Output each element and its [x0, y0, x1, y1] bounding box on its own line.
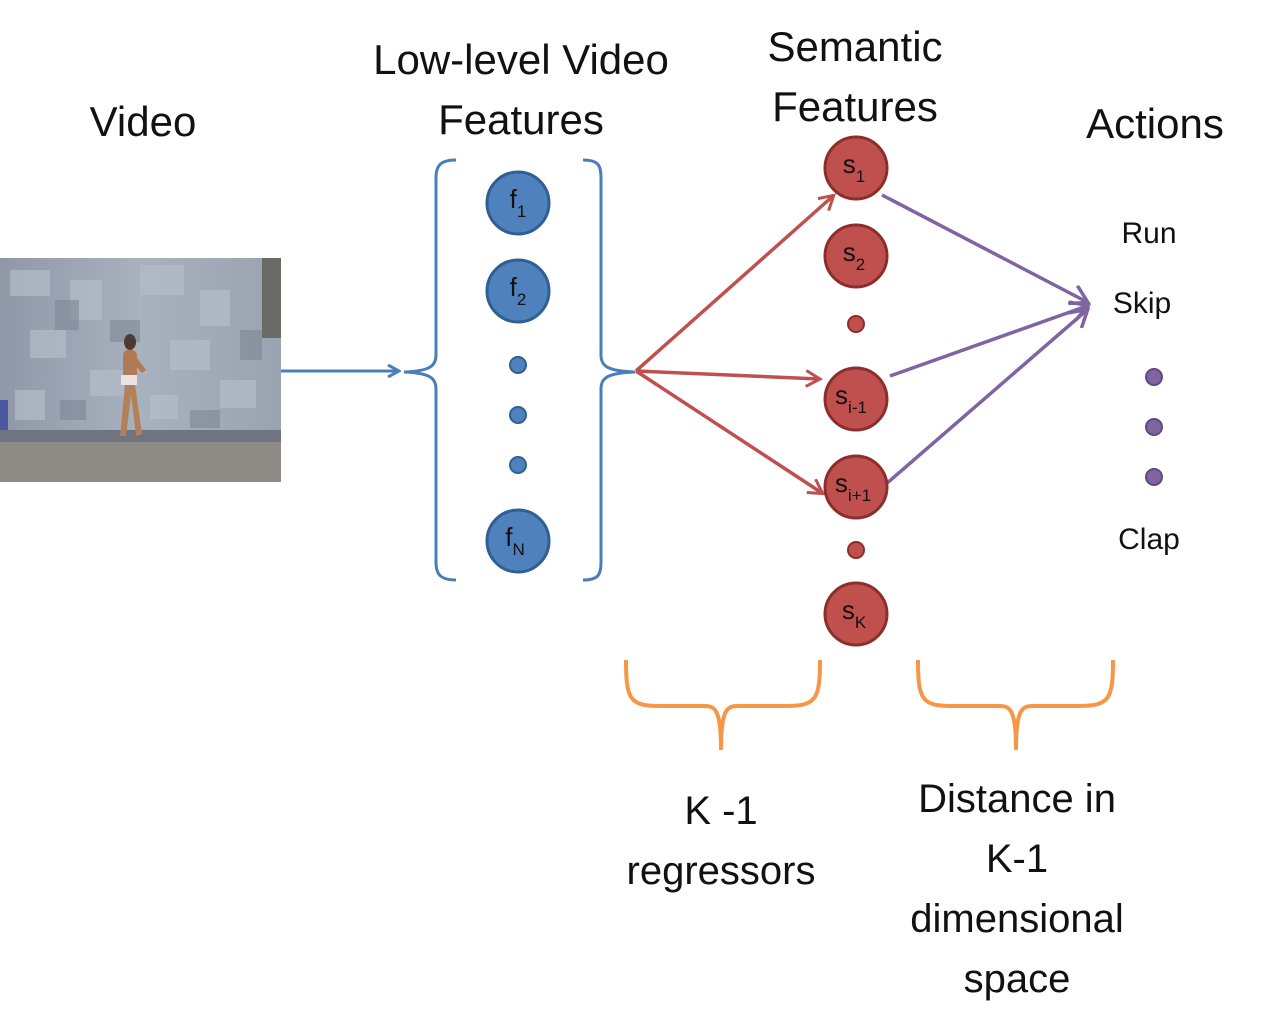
svg-text:s2: s2 [843, 237, 865, 274]
feature-node-f2-base: f [510, 272, 518, 302]
svg-text:s1: s1 [843, 149, 865, 186]
feature-node-f2: f2 [485, 258, 551, 324]
feature-node-fn: fN [485, 508, 551, 574]
regressor-arrow-si-1 [635, 369, 819, 379]
distance-label-line1: Distance in [918, 777, 1116, 821]
features-right-bracket [582, 158, 636, 582]
runner-figure [120, 334, 146, 436]
feature-ellipsis-dot [509, 406, 527, 424]
heading-low-level-line1: Low-level Video [373, 36, 669, 83]
semantic-node-si-1-base: s [835, 380, 848, 410]
regressor-arrow-s1 [634, 196, 833, 373]
regressor-arrow-si+1 [635, 369, 822, 493]
distance-label-line4: space [964, 957, 1071, 1001]
action-ellipsis-dot [1145, 418, 1163, 436]
action-clap: Clap [1118, 523, 1180, 556]
feature-node-f2-sub: 2 [517, 290, 526, 309]
feature-node-f1-base: f [510, 184, 518, 214]
feature-node-f1-sub: 1 [517, 202, 526, 221]
distance-label-line2: K-1 [986, 837, 1048, 881]
heading-semantic-line2: Features [772, 83, 938, 130]
svg-text:si-1: si-1 [835, 380, 867, 417]
feature-ellipsis-dot [509, 456, 527, 474]
distance-arrow-si-1 [889, 306, 1087, 378]
regressors-label-line1: K -1 [684, 789, 757, 833]
semantic-node-sk-sub: K [855, 613, 867, 632]
features-left-bracket [403, 158, 457, 582]
semantic-node-s1-base: s [843, 149, 856, 179]
svg-text:si+1: si+1 [835, 468, 871, 505]
svg-text:fN: fN [505, 522, 525, 559]
distance-arrow-s1 [881, 193, 1087, 302]
regressors-brace [624, 659, 822, 751]
heading-actions: Actions [1086, 100, 1224, 147]
feature-node-f1: f1 [485, 170, 551, 236]
heading-video: Video [90, 98, 197, 145]
svg-text:f2: f2 [510, 272, 527, 309]
feature-node-fn-base: f [505, 522, 513, 552]
semantic-node-si+1: si+1 [823, 454, 889, 520]
feature-ellipsis-dot [509, 356, 527, 374]
heading-low-level-line2: Features [438, 96, 604, 143]
action-ellipsis-dot [1145, 468, 1163, 486]
semantic-node-s1: s1 [823, 135, 889, 201]
semantic-node-sk-base: s [842, 595, 855, 625]
action-run: Run [1121, 217, 1176, 250]
semantic-node-sk: sK [823, 581, 889, 647]
action-skip: Skip [1113, 287, 1171, 320]
heading-semantic-line1: Semantic [767, 23, 942, 70]
semantic-node-s2-base: s [843, 237, 856, 267]
action-ellipsis-dot [1145, 368, 1163, 386]
distance-brace [916, 659, 1115, 751]
semantic-ellipsis-dot [847, 315, 865, 333]
video-frame-image [0, 258, 281, 482]
regressors-label-line2: regressors [627, 849, 816, 893]
semantic-node-si-1: si-1 [823, 366, 889, 432]
semantic-node-s2: s2 [823, 223, 889, 289]
semantic-node-si-1-sub: i-1 [848, 398, 867, 417]
svg-text:f1: f1 [510, 184, 527, 221]
semantic-node-s1-sub: 1 [856, 167, 865, 186]
semantic-ellipsis-dot [847, 541, 865, 559]
semantic-node-si+1-sub: i+1 [848, 486, 871, 505]
distance-arrow-si+1 [884, 310, 1087, 486]
semantic-node-si+1-base: s [835, 468, 848, 498]
semantic-node-s2-sub: 2 [856, 255, 865, 274]
distance-label-line3: dimensional [910, 897, 1123, 941]
svg-text:sK: sK [842, 595, 867, 632]
feature-node-fn-sub: N [512, 540, 524, 559]
